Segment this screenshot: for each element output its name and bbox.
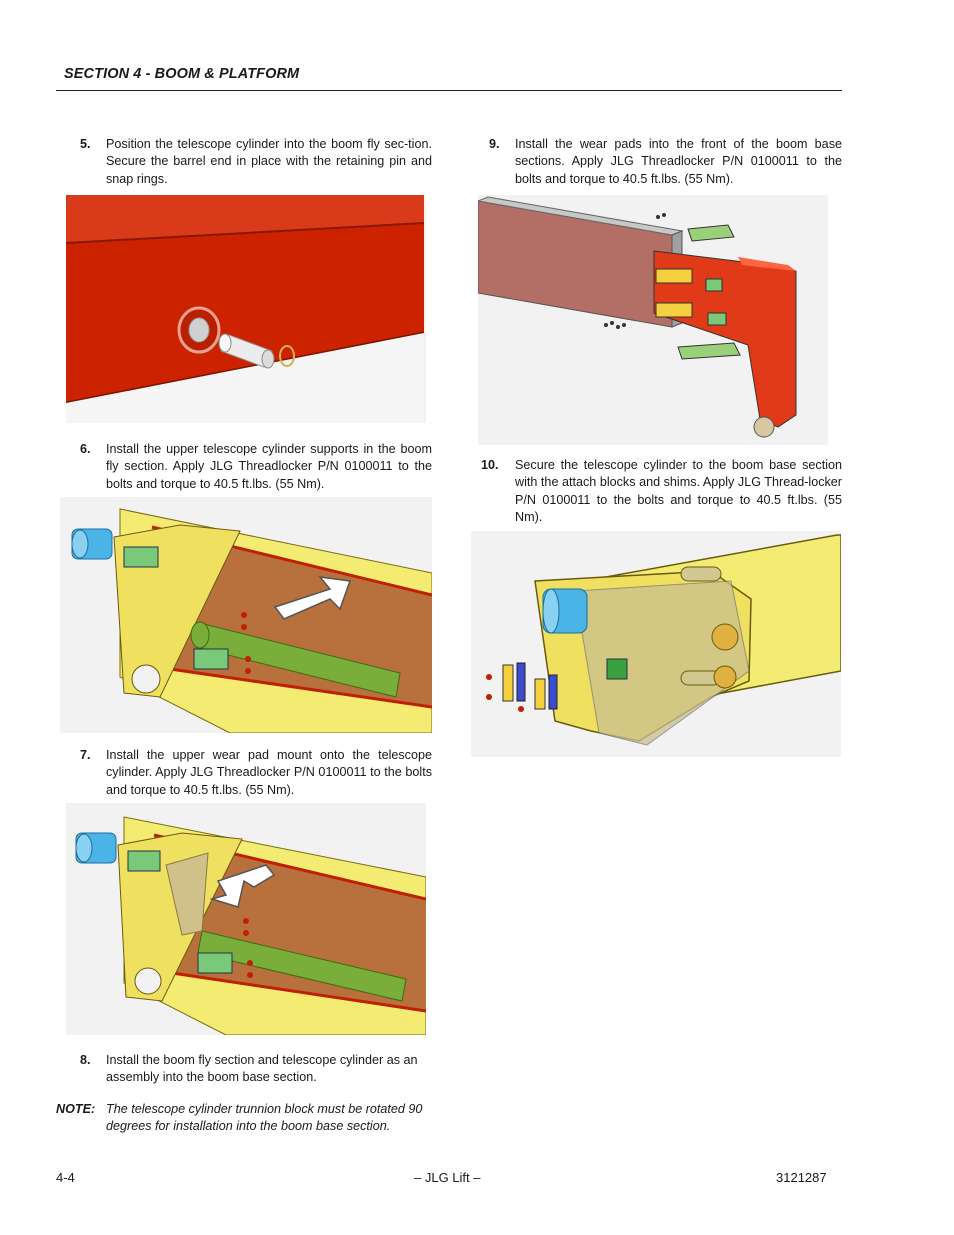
step-text: Install the wear pads into the front of … xyxy=(515,137,842,186)
step-number: 6. xyxy=(80,442,91,456)
step-6: 6. Install the upper telescope cylinder … xyxy=(80,441,432,495)
figure-cylinder-supports xyxy=(60,497,432,733)
step-text: Position the telescope cylinder into the… xyxy=(106,137,432,186)
step-number: 5. xyxy=(80,137,91,151)
figure-wear-pad-mount xyxy=(66,803,426,1035)
section-header: SECTION 4 - BOOM & PLATFORM xyxy=(64,66,300,82)
step-9: 9. Install the wear pads into the front … xyxy=(489,136,842,190)
step-number: 7. xyxy=(80,748,91,762)
step-text: Install the upper wear pad mount onto th… xyxy=(106,748,432,797)
note: NOTE: The telescope cylinder trunnion bl… xyxy=(56,1101,432,1137)
step-5: 5. Position the telescope cylinder into … xyxy=(80,136,432,190)
footer-center: – JLG Lift – xyxy=(414,1170,481,1185)
figure-attach-blocks xyxy=(471,531,841,757)
step-text: Secure the telescope cylinder to the boo… xyxy=(515,458,842,525)
page-number: 4-4 xyxy=(56,1170,75,1185)
figure-pin-install xyxy=(66,195,426,423)
step-7: 7. Install the upper wear pad mount onto… xyxy=(80,747,432,801)
step-number: 10. xyxy=(481,458,499,472)
step-10: 10. Secure the telescope cylinder to the… xyxy=(481,457,842,529)
header-rule xyxy=(56,90,842,91)
step-8: 8. Install the boom fly section and tele… xyxy=(80,1052,432,1088)
figure-wear-pads xyxy=(478,195,828,445)
step-number: 9. xyxy=(489,137,500,151)
doc-number: 3121287 xyxy=(776,1170,827,1185)
step-number: 8. xyxy=(80,1053,91,1067)
step-text: Install the upper telescope cylinder sup… xyxy=(106,442,432,491)
note-label: NOTE: xyxy=(56,1102,96,1116)
note-text: The telescope cylinder trunnion block mu… xyxy=(106,1102,423,1134)
step-text: Install the boom fly section and telesco… xyxy=(106,1053,418,1085)
